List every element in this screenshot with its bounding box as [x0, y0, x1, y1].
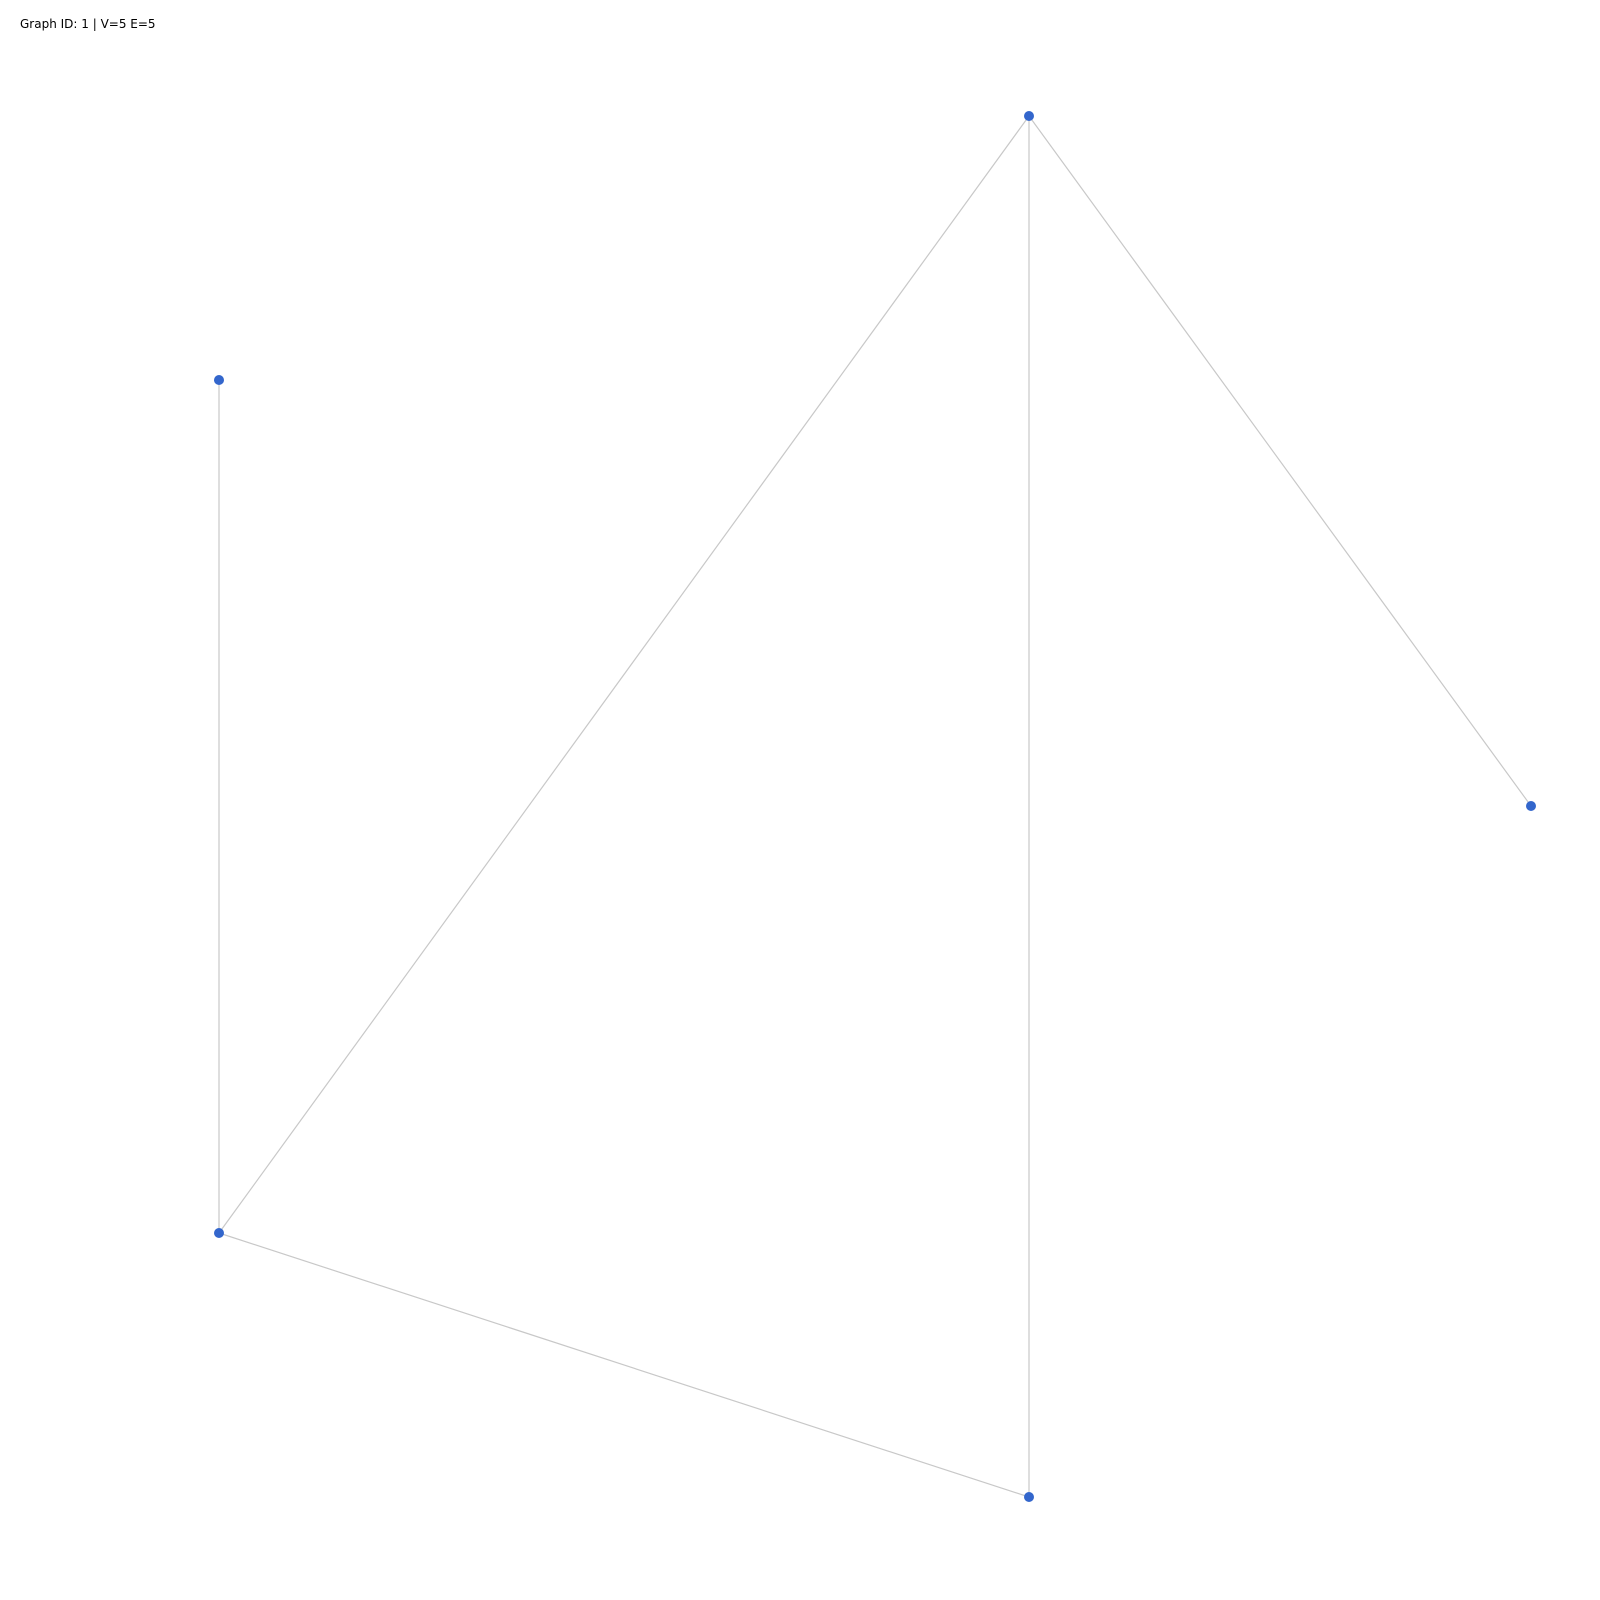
graph-node-n4 — [1024, 111, 1034, 121]
graph-node-n1 — [214, 375, 224, 385]
graph-edge-n4-n2 — [218, 115, 1030, 1234]
edges-layer — [218, 115, 1532, 1498]
graph-edge-n4-n5 — [1028, 115, 1532, 807]
graph-node-n3 — [1024, 1492, 1034, 1502]
graph-node-n2 — [214, 1228, 224, 1238]
graph-header: Graph ID: 1 | V=5 E=5 — [20, 17, 156, 31]
graph-edge-n2-n3 — [218, 1232, 1030, 1498]
nodes-layer — [214, 111, 1536, 1502]
graph-node-n5 — [1526, 801, 1536, 811]
